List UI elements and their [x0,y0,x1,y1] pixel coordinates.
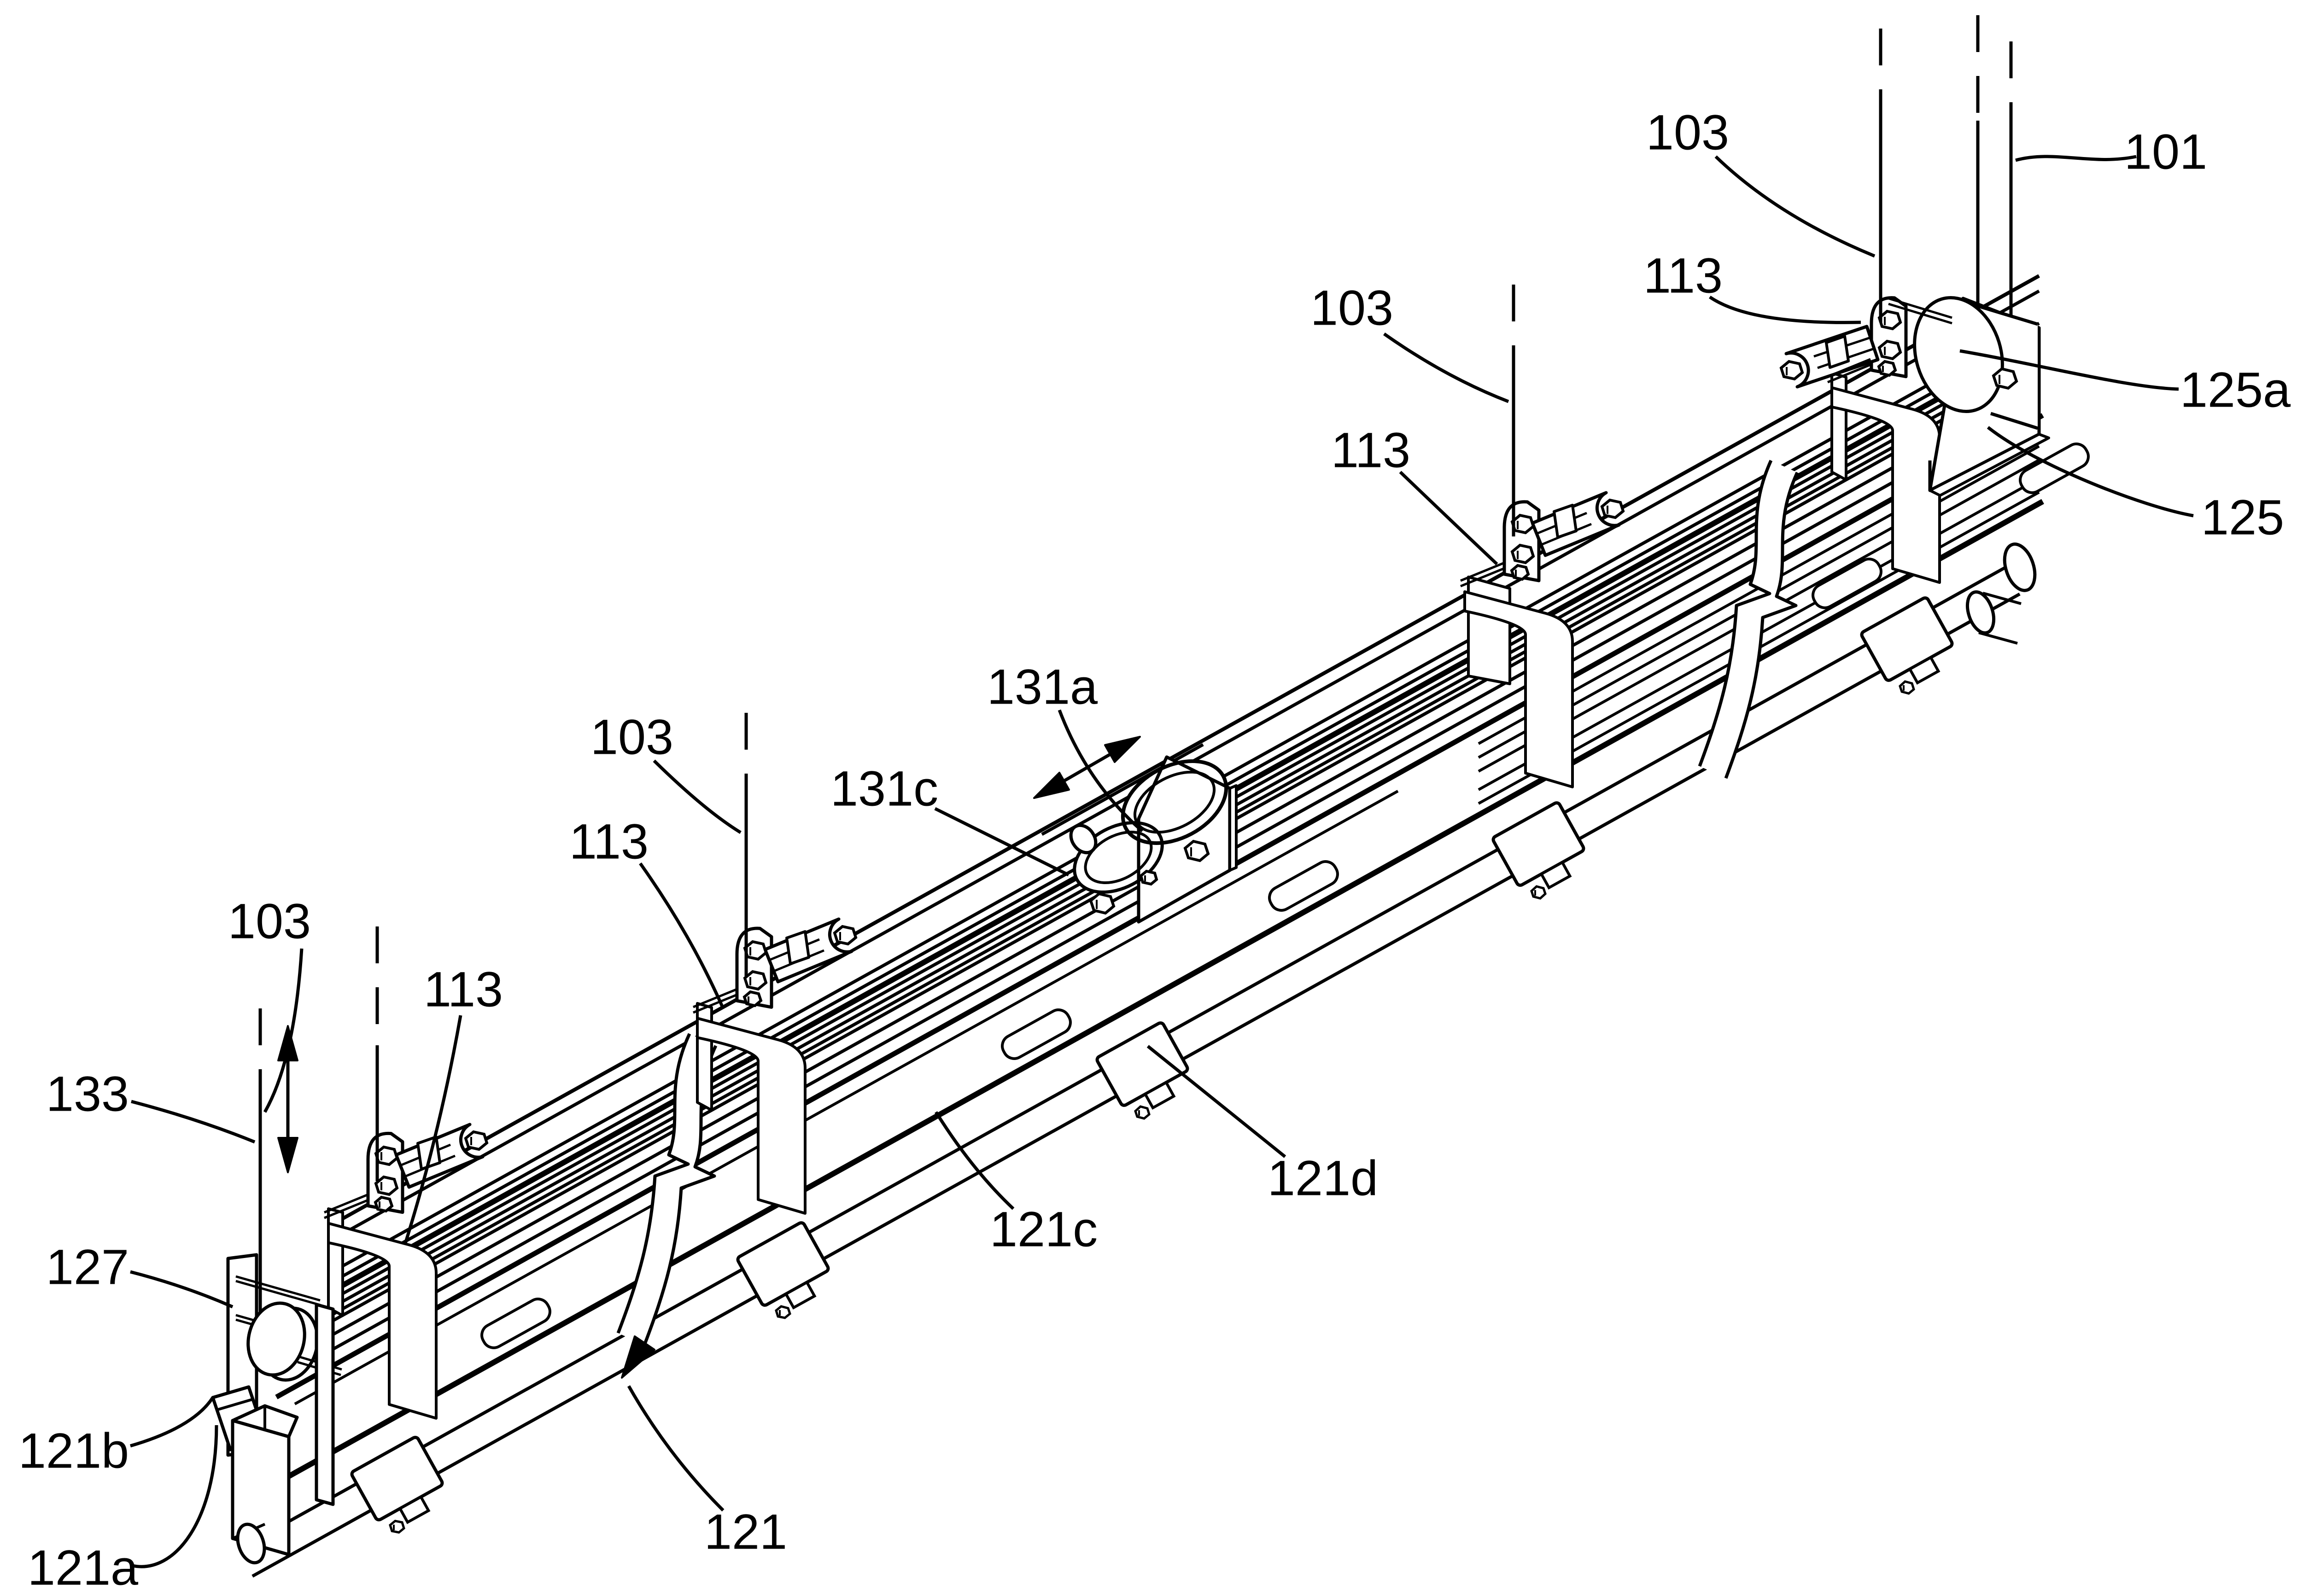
svg-text:121: 121 [704,1504,787,1560]
svg-text:125a: 125a [2180,362,2291,418]
svg-text:121c: 121c [990,1201,1098,1257]
svg-text:127: 127 [46,1239,129,1295]
svg-text:131a: 131a [987,659,1098,715]
svg-text:133: 133 [46,1066,129,1122]
svg-text:121b: 121b [18,1423,129,1479]
svg-text:103: 103 [590,709,673,765]
svg-text:103: 103 [1646,105,1729,160]
svg-text:113: 113 [1643,248,1723,303]
svg-text:103: 103 [1310,280,1393,336]
svg-text:103: 103 [228,893,311,949]
svg-text:125: 125 [2201,489,2284,545]
svg-text:101: 101 [2124,124,2207,180]
svg-text:121a: 121a [28,1540,139,1596]
svg-text:131c: 131c [830,761,938,816]
svg-text:113: 113 [569,814,649,869]
svg-text:113: 113 [424,961,503,1017]
svg-text:121d: 121d [1268,1150,1378,1206]
svg-text:113: 113 [1331,422,1410,478]
